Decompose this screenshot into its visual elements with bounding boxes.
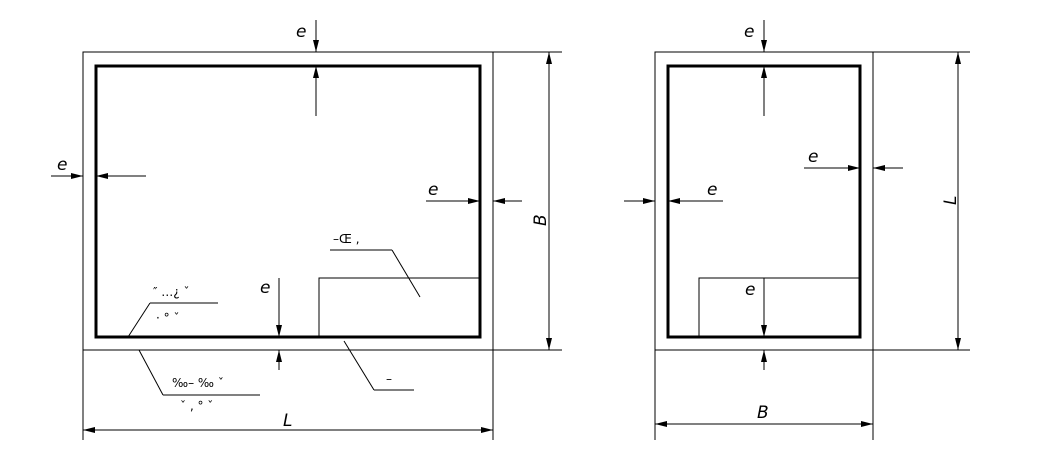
right-frame-figure: e e e e [624, 20, 970, 440]
leader-b-line1: ‰– ‰ ˇ [172, 376, 224, 390]
left-label-e-top: e [296, 22, 306, 42]
right-title-block [698, 277, 861, 338]
left-leader-d: – [343, 340, 414, 391]
right-dim-L: L [873, 51, 970, 351]
leader-a-line2: · ° ˇ [156, 311, 179, 325]
left-dim-B: B [493, 51, 562, 351]
leader-d-text: – [386, 372, 392, 386]
leader-c-text: –Œ ‚ [333, 232, 359, 246]
right-label-e-top: e [744, 22, 754, 42]
left-label-L: L [283, 411, 292, 431]
right-label-e-left: e [707, 180, 717, 200]
left-leader-c: –Œ ‚ [330, 232, 421, 298]
left-label-e-right: e [428, 180, 438, 200]
left-dim-e-bottom: e [260, 278, 282, 370]
left-leader-b: ‰– ‰ ˇ ˇ ‚ ° ˇ [138, 349, 260, 413]
right-label-B: B [757, 403, 769, 423]
right-label-e-bottom: e [745, 280, 755, 300]
left-label-e-bottom: e [260, 278, 270, 298]
right-dim-B: B [654, 350, 874, 440]
right-dim-e-top: e [744, 20, 767, 116]
right-dim-e-bottom: e [745, 278, 767, 370]
left-dim-e-top: e [296, 20, 319, 116]
left-leader-a: ″ …¿ ˇ · ° ˇ [127, 285, 218, 338]
left-label-B: B [531, 214, 551, 226]
left-dim-L: L [82, 350, 494, 440]
leader-b-line2: ˇ ‚ ° ˇ [180, 399, 213, 413]
right-label-e-right: e [808, 147, 818, 167]
left-label-e-left: e [57, 155, 67, 175]
leader-a-line1: ″ …¿ ˇ [153, 285, 189, 299]
left-frame-figure: e e e e [51, 20, 562, 440]
right-dim-e-right: e [804, 147, 903, 171]
right-dim-e-left: e [624, 180, 723, 204]
right-label-L: L [941, 196, 961, 205]
left-title-block [318, 277, 481, 338]
left-dim-e-right: e [426, 180, 522, 204]
left-dim-e-left: e [51, 155, 146, 179]
